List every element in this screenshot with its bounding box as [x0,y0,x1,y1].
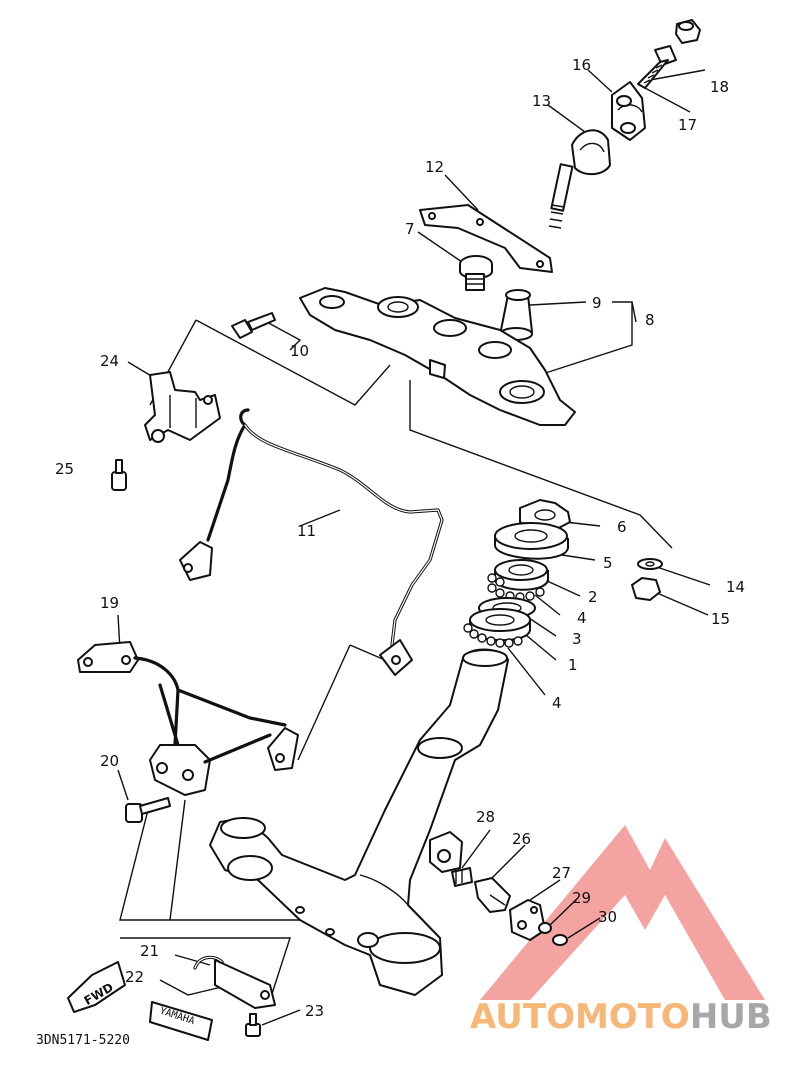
part-17-bolt [637,45,677,89]
part-24-bracket [144,371,221,443]
callout-1: 1 [568,656,578,674]
callout-22: 22 [125,968,144,986]
part-28-bolt [451,867,473,887]
callout-25: 25 [55,460,74,478]
part-19-stay [77,641,299,796]
callout-15: 15 [711,610,730,628]
part-16-holder-cap [611,81,646,141]
callout-labels: 1 2 3 4 4 5 6 7 8 9 10 11 12 13 14 15 16… [55,56,745,1020]
part-30-washer [552,934,568,946]
part-27-bracket [509,899,546,941]
diagram-code: 3DN5171-5220 [36,1033,130,1048]
callout-19: 19 [100,594,119,612]
callout-21: 21 [140,942,159,960]
callout-30: 30 [598,908,617,926]
watermark-text-a: AUTOMOTO [470,997,690,1037]
part-10-bolt [231,312,276,339]
callout-4a: 4 [577,609,587,627]
callout-26: 26 [512,830,531,848]
callout-6: 6 [617,518,627,536]
callout-11: 11 [297,522,316,540]
callout-29: 29 [572,889,591,907]
part-steering-stem [209,648,509,996]
callout-10: 10 [290,342,309,360]
part-18-cap-nut [675,19,701,44]
callout-9: 9 [592,294,602,312]
part-29-nut [538,922,552,934]
callout-4b: 4 [552,694,562,712]
part-7-crown-bolt [459,255,493,291]
part-14-washer [637,558,663,570]
part-5-ring-nut [494,522,569,560]
callout-16: 16 [572,56,591,74]
callout-27: 27 [552,864,571,882]
callout-17: 17 [678,116,697,134]
callout-20: 20 [100,752,119,770]
callout-13: 13 [532,92,551,110]
part-11-hose [179,408,444,676]
callout-18: 18 [710,78,729,96]
callout-28: 28 [476,808,495,826]
part-fwd-tag: FWD [67,961,126,1013]
watermark-text: AUTOMOTOHUB [470,997,772,1037]
callout-12: 12 [425,158,444,176]
callout-3: 3 [572,630,582,648]
part-13-handlebar-holder [548,129,611,229]
watermark-triangle-icon [480,825,765,1000]
part-2-race-cover [494,559,549,591]
part-21-clip [193,955,276,1009]
part-4-bearing-balls-lower [463,623,523,648]
part-23-screw [245,1013,261,1037]
callout-8: 8 [645,311,655,329]
callout-2: 2 [588,588,598,606]
callout-7: 7 [405,220,415,238]
callout-24: 24 [100,352,119,370]
part-12-plate [419,204,553,273]
callout-14: 14 [726,578,745,596]
leader-lines [117,69,711,1026]
part-25-screw [111,459,127,491]
part-20-bolt [125,797,171,823]
watermark-logo [480,825,765,1000]
part-22-emblem: YAMAHA [149,1001,213,1041]
callout-5: 5 [603,554,613,572]
part-8-upper-bracket [299,287,576,426]
callout-23: 23 [305,1002,324,1020]
part-15-nut [631,577,661,601]
watermark-text-b: HUB [690,997,772,1037]
part-26-switch [474,877,511,913]
